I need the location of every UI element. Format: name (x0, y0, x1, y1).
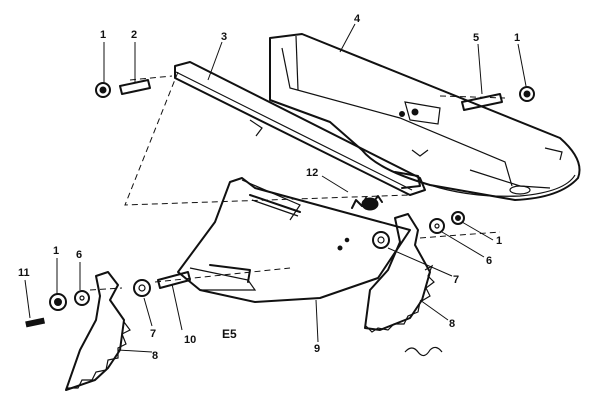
spring (351, 195, 383, 211)
callout-5: 5 (473, 32, 479, 44)
callout-4: 4 (354, 13, 361, 25)
scribble-mark (404, 346, 443, 357)
blade-right (364, 213, 435, 333)
blade-left (65, 271, 131, 391)
callout-7: 7 (150, 328, 156, 340)
callouts: 1 2 3 4 5 1 12 1 6 7 8 11 1 6 7 10 8 9 E… (18, 13, 520, 362)
callout-11: 11 (18, 267, 30, 279)
callout-8: 8 (449, 318, 455, 330)
support-arm (174, 61, 426, 196)
callout-1: 1 (514, 32, 520, 44)
callout-6: 6 (486, 255, 492, 267)
diagram-code: E5 (222, 327, 237, 341)
leader-lines (24, 23, 527, 353)
callout-3: 3 (221, 31, 227, 43)
fasteners (49, 82, 535, 311)
callout-1: 1 (53, 245, 59, 257)
callout-1: 1 (100, 29, 106, 41)
callout-8: 8 (152, 350, 158, 362)
callout-12: 12 (306, 167, 318, 179)
callout-6: 6 (76, 249, 82, 261)
pins (25, 79, 503, 328)
callout-2: 2 (131, 29, 137, 41)
callout-10: 10 (184, 334, 196, 346)
alignment-lines (89, 71, 506, 291)
callout-7: 7 (453, 274, 459, 286)
blade-guard-housing (269, 33, 581, 201)
callout-1: 1 (496, 235, 502, 247)
mounting-plate (177, 177, 411, 303)
callout-9: 9 (314, 343, 320, 355)
